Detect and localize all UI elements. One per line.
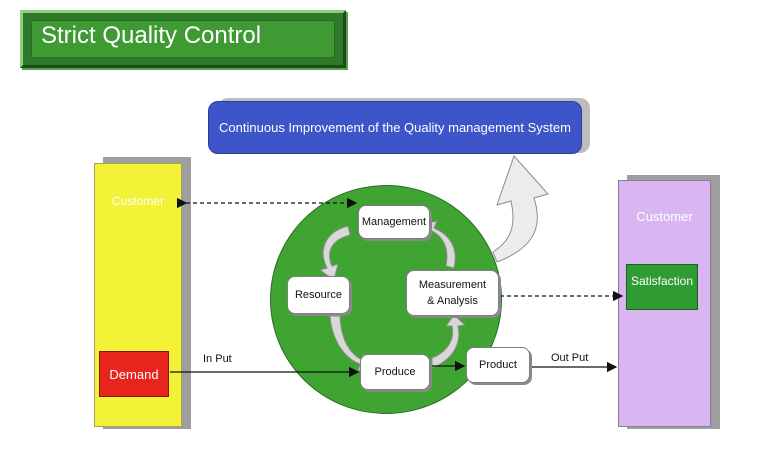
node-measurement-line1: Measurement	[418, 279, 487, 291]
improvement-box	[208, 101, 582, 154]
improvement-label: Continuous Improvement of the Quality ma…	[219, 120, 571, 135]
input-label: In Put	[203, 353, 232, 365]
node-measurement-line2: & Analysis	[427, 295, 478, 307]
cycle-arrow-produce-to-meas	[431, 314, 467, 369]
demand-box: Demand	[99, 351, 169, 397]
customer-left-label: Customer	[111, 194, 164, 208]
diagram-title: Strict Quality Control	[41, 22, 262, 49]
satisfaction-box: Satisfaction	[626, 264, 698, 310]
improvement-feedback-arrow	[492, 155, 549, 263]
output-label: Out Put	[551, 352, 589, 364]
node-measurement: Measurement & Analysis	[406, 270, 499, 316]
node-product: Product	[466, 347, 530, 383]
node-management: Management	[358, 205, 430, 239]
title-banner: Strict Quality Control	[20, 10, 346, 68]
customer-right-label: Customer	[636, 209, 693, 224]
title-banner-inner	[31, 20, 335, 58]
node-produce: Produce	[360, 354, 430, 390]
node-resource: Resource	[287, 276, 350, 314]
cycle-arrow-mgmt-to-res	[318, 225, 351, 281]
